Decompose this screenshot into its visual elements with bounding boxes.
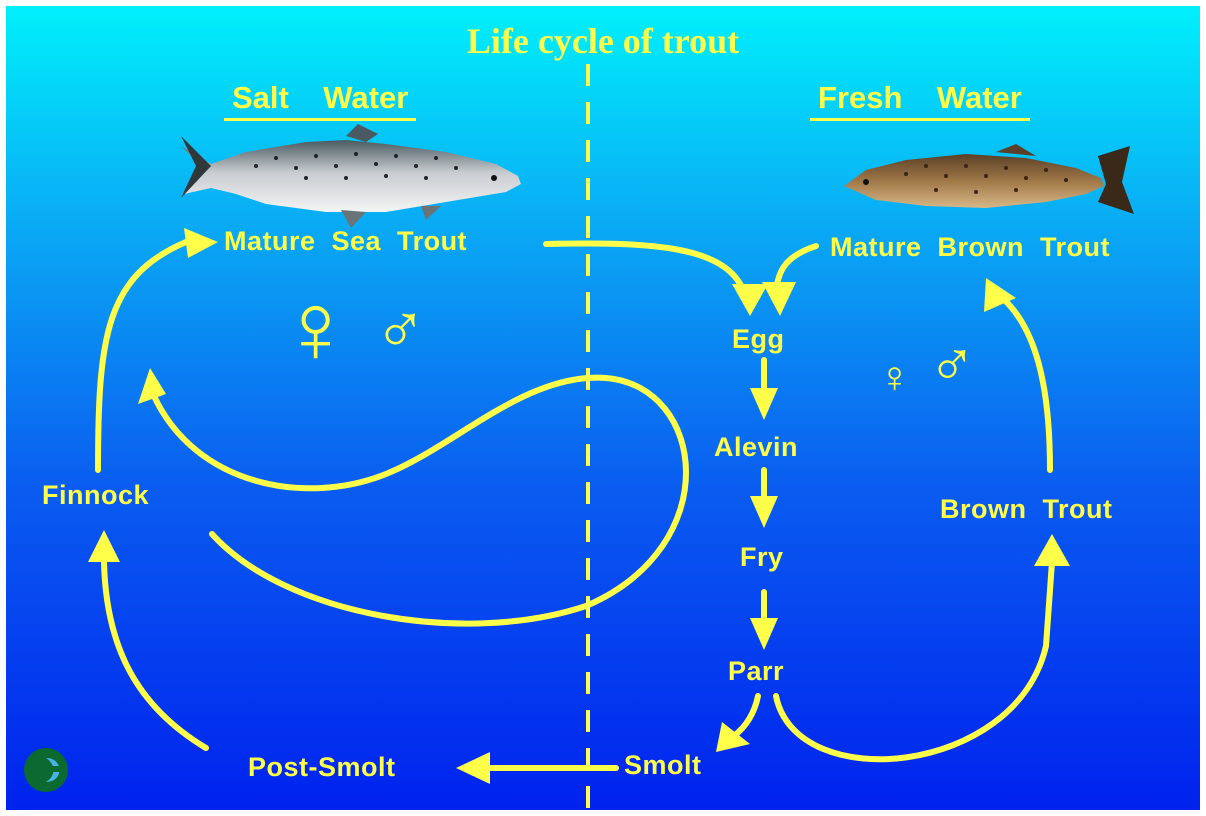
arrow-parr-to-smolt [734,696,758,736]
salt-water-heading: Salt Water [224,80,416,121]
female-symbol-small: ♀ [878,356,912,400]
salt-water-label: Salt Water [232,80,408,115]
stage-brown-trout: Brown Trout [940,494,1112,525]
fresh-water-label: Fresh Water [818,80,1022,115]
arrow-brown-trout-to-mature [1000,296,1050,470]
diagram-background: Life cycle of trout Salt Water Fresh Wat… [6,6,1200,810]
male-symbol-large: ♂ [374,294,427,364]
arrow-parr-to-brown-trout [776,562,1052,759]
stage-alevin: Alevin [714,432,798,463]
stage-post-smolt: Post-Smolt [248,752,396,783]
arrow-post-smolt-to-finnock [104,562,206,748]
female-symbol-large: ♀ [278,278,354,378]
stage-egg: Egg [732,324,785,355]
brown-trout-image [844,144,1134,214]
life-cycle-diagram [6,6,1200,810]
stage-smolt: Smolt [624,750,702,781]
stage-mature-sea-trout: Mature Sea Trout [224,226,467,257]
arrow-return-loop [154,378,686,624]
diagram-title: Life cycle of trout [6,20,1200,62]
stage-finnock: Finnock [42,480,149,511]
fresh-water-heading: Fresh Water [810,80,1030,121]
sea-trout-image [181,124,521,228]
arrow-finnock-to-mature-sea-trout [98,242,186,470]
organization-logo [24,748,68,792]
stage-fry: Fry [740,542,784,573]
stage-mature-brown-trout: Mature Brown Trout [830,232,1110,263]
stage-parr: Parr [728,656,784,687]
male-symbol-small: ♂ [928,332,977,396]
arrow-sea-trout-to-egg [546,244,744,292]
